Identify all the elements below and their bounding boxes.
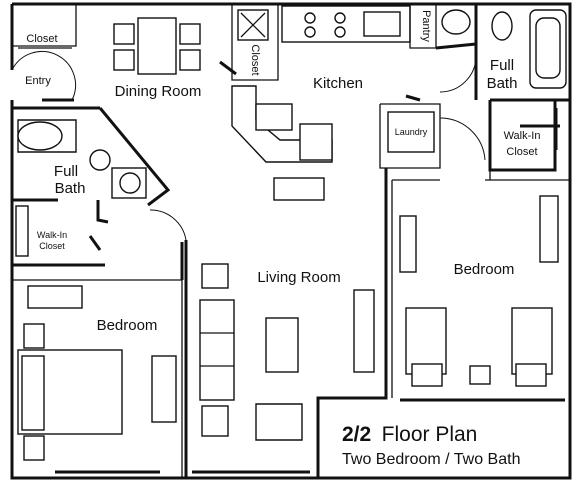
label-living-room: Living Room	[257, 269, 340, 286]
label-full-bath-left-2: Bath	[55, 180, 86, 197]
label-full-bath-left-1: Full	[54, 163, 78, 180]
label-full-bath-right-2: Bath	[487, 75, 518, 92]
furniture	[15, 9, 567, 461]
label-dining-room: Dining Room	[115, 83, 202, 100]
label-full-bath-right-1: Full	[490, 57, 514, 74]
doors	[11, 42, 560, 280]
label-kitchen: Kitchen	[313, 75, 363, 92]
label-bedroom-left: Bedroom	[97, 317, 158, 334]
title-block: 2/2 Floor Plan Two Bedroom / Two Bath	[342, 423, 520, 468]
plan-title-bold: 2/2	[342, 423, 371, 446]
label-walkin-left-2: Closet	[39, 241, 65, 251]
label-closet-top: Closet	[26, 33, 57, 45]
label-walkin-right-2: Closet	[506, 146, 537, 158]
room-labels: Closet Entry Dining Room Closet Kitchen …	[25, 10, 540, 334]
label-bedroom-right: Bedroom	[454, 261, 515, 278]
label-laundry: Laundry	[395, 127, 428, 137]
label-entry: Entry	[25, 75, 51, 87]
label-pantry: Pantry	[420, 10, 432, 42]
plan-subtitle: Two Bedroom / Two Bath	[342, 451, 520, 468]
label-walkin-left-1: Walk-In	[37, 230, 67, 240]
label-walkin-right-1: Walk-In	[504, 130, 541, 142]
plan-title-rest: Floor Plan	[382, 423, 478, 446]
label-closet-kitchen: Closet	[249, 44, 261, 75]
plan-title: 2/2 Floor Plan	[342, 423, 477, 446]
